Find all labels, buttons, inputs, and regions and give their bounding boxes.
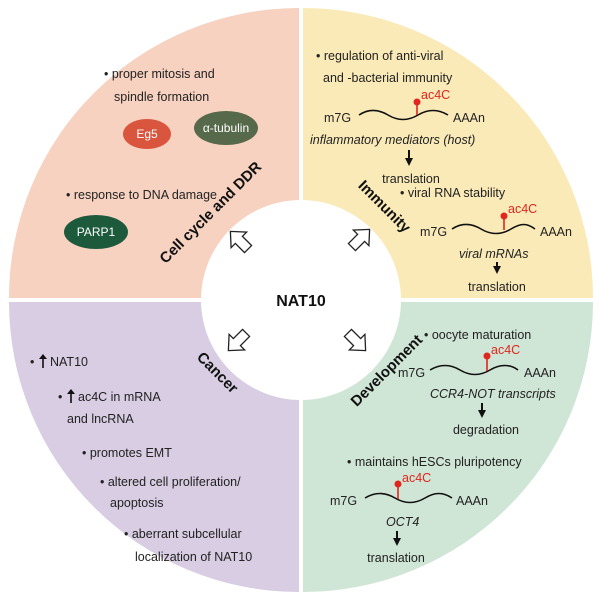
ac4c-label: ac4C [508,202,537,216]
rna-tail: AAAn [456,494,488,508]
rna-name: OCT4 [386,515,419,529]
immunity-bullet-1-line2: and -bacterial immunity [323,71,453,85]
up-arrow-head [67,389,75,394]
bullet-dot: • [58,390,62,404]
rna-name: inflammatory mediators (host) [310,133,475,147]
rna-strand [429,364,519,376]
development-rna-1: m7G ac4C AAAn CCR4-NOT transcripts degra… [398,343,556,437]
development-bullet-2: • maintains hESCs pluripotency [347,455,522,469]
rna-cap: m7G [398,366,425,380]
arrow-to-cancer [227,328,251,352]
rna-tail: AAAn [453,111,485,125]
rna-outcome: translation [367,551,425,565]
eg5-protein [123,119,171,149]
cancer-item-3-text: promotes EMT [90,446,172,460]
arrow-to-cell-cycle [229,230,253,254]
parp1-label: PARP1 [77,225,116,239]
cell-cycle-bullet-2: • response to DNA damage [66,188,217,202]
immunity-bullet-1-line1: regulation of anti-viral [324,49,444,63]
bullet-dot: • [316,49,324,63]
cancer-item-2-line2: and lncRNA [67,412,134,426]
rna-tail: AAAn [540,225,572,239]
cancer-item-4-line1: altered cell proliferation/ [108,475,241,489]
bullet-dot: • [400,186,408,200]
parp1-protein [64,215,128,249]
cancer-item-4: • altered cell proliferation/ [100,475,241,489]
bullet-dot: • [347,455,355,469]
rna-strand [451,223,536,235]
development-rna-2: m7G ac4C AAAn OCT4 translation [330,471,488,565]
cancer-item-5-line1: aberrant subcellular [132,527,242,541]
rna-outcome: translation [382,172,440,186]
rna-cap: m7G [420,225,447,239]
rna-cap: m7G [330,494,357,508]
ac4c-marker [500,212,508,220]
cancer-item-3: • promotes EMT [82,446,172,460]
ac4c-marker [413,98,421,106]
rna-cap: m7G [324,111,351,125]
immunity-bullet-2-text: viral RNA stability [408,186,506,200]
bullet-dot: • [124,527,132,541]
immunity-rna-1: m7G ac4C AAAn inflammatory mediators (ho… [310,88,485,186]
development-bullet-1-text: oocyte maturation [432,328,531,342]
immunity-bullet-2: • viral RNA stability [400,186,506,200]
cell-cycle-bullet-1-line1: proper mitosis and [112,67,215,81]
bullet-dot: • [100,475,108,489]
rna-strand [358,109,449,121]
development-quadrant [303,302,593,592]
tubulin-label: α-tubulin [203,121,249,135]
bullet-dot: • [104,67,112,81]
arrow-to-development [343,328,367,352]
cancer-item-2-line1: ac4C in mRNA [78,390,161,404]
bullet-dot: • [424,328,432,342]
ac4c-marker [483,352,491,360]
ac4c-label: ac4C [402,471,431,485]
rna-outcome: degradation [453,423,519,437]
cancer-item-1-text: NAT10 [50,355,88,369]
rna-strand [364,492,453,504]
cell-cycle-bullet-2-text: response to DNA damage [74,188,217,202]
up-arrow-head [39,354,47,359]
ac4c-label: ac4C [421,88,450,102]
rna-name: viral mRNAs [459,247,528,261]
bullet-dot: • [66,188,74,202]
immunity-rna-2: m7G ac4C AAAn viral mRNAs translation [420,202,572,294]
rna-outcome: translation [468,280,526,294]
eg5-label: Eg5 [136,127,158,141]
cell-cycle-bullet-1: • proper mitosis and [104,67,215,81]
development-bullet-1: • oocyte maturation [424,328,531,342]
development-bullet-2-text: maintains hESCs pluripotency [355,455,522,469]
cancer-item-1: • NAT10 [30,354,88,369]
arrow-to-immunity [347,228,371,252]
cancer-quadrant [9,302,299,592]
rna-tail: AAAn [524,366,556,380]
tubulin-protein [194,111,258,145]
rna-name: CCR4-NOT transcripts [430,387,556,401]
cell-cycle-bullet-1-line2: spindle formation [114,90,209,104]
cancer-item-4-line2: apoptosis [110,496,164,510]
ac4c-label: ac4C [491,343,520,357]
immunity-bullet-1: • regulation of anti-viral [316,49,443,63]
ac4c-marker [394,480,402,488]
cancer-item-2: • ac4C in mRNA and lncRNA [58,389,161,426]
cancer-item-5: • aberrant subcellular [124,527,242,541]
bullet-dot: • [30,355,34,369]
bullet-dot: • [82,446,90,460]
center-label: NAT10 [276,293,326,310]
cancer-item-5-line2: localization of NAT10 [135,550,252,564]
